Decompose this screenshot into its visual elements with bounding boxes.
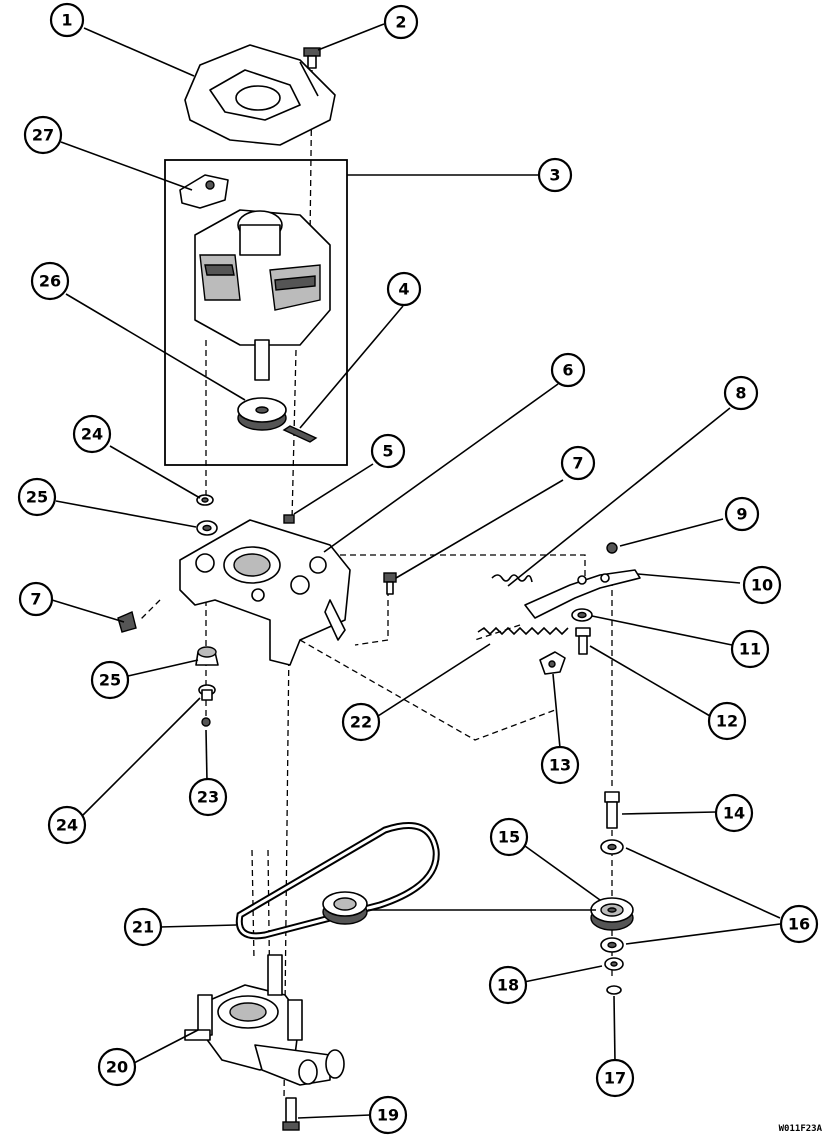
callout-11: 11 bbox=[730, 629, 770, 669]
svg-text:24: 24 bbox=[56, 816, 78, 835]
callout-27: 27 bbox=[23, 115, 63, 155]
callout-9: 9 bbox=[724, 496, 760, 532]
motor-cover-part bbox=[184, 44, 336, 146]
svg-text:25: 25 bbox=[99, 671, 121, 690]
svg-text:1: 1 bbox=[61, 11, 72, 30]
pulley-washers-part bbox=[600, 839, 624, 953]
lower-grommets-part bbox=[195, 646, 219, 727]
callout-5: 5 bbox=[370, 433, 406, 469]
callout-8: 8 bbox=[723, 375, 759, 411]
callout-22: 22 bbox=[341, 702, 381, 742]
svg-text:26: 26 bbox=[39, 272, 61, 291]
callout-25-upper: 25 bbox=[17, 477, 57, 517]
upper-grommets-part bbox=[196, 494, 218, 536]
spring-clip-part bbox=[539, 651, 566, 675]
idler-lever-part bbox=[524, 569, 641, 619]
leader-lines bbox=[51, 23, 781, 1119]
callout-13: 13 bbox=[540, 745, 580, 785]
bracket-screw-left-part bbox=[117, 611, 137, 633]
bracket-screw-right-part bbox=[383, 572, 397, 595]
callout-4: 4 bbox=[386, 271, 422, 307]
motor-switch-part bbox=[179, 174, 229, 209]
svg-text:11: 11 bbox=[739, 640, 761, 659]
svg-text:2: 2 bbox=[395, 13, 406, 32]
svg-text:6: 6 bbox=[562, 361, 573, 380]
callout-7-right: 7 bbox=[560, 445, 596, 481]
shoulder-bolt-part bbox=[575, 627, 591, 655]
idler-pulley-part bbox=[590, 897, 634, 931]
callout-23: 23 bbox=[188, 777, 228, 817]
motor-mount-bracket-part bbox=[179, 519, 351, 666]
svg-text:13: 13 bbox=[549, 756, 571, 775]
svg-text:19: 19 bbox=[377, 1106, 399, 1125]
callout-10: 10 bbox=[742, 565, 782, 605]
callout-24-upper: 24 bbox=[72, 414, 112, 454]
svg-text:5: 5 bbox=[382, 442, 393, 461]
belt-pulley-part bbox=[322, 891, 368, 925]
callout-15: 15 bbox=[489, 817, 529, 857]
callout-25-lower: 25 bbox=[90, 660, 130, 700]
drive-belt-part bbox=[235, 822, 440, 940]
cover-screw-part bbox=[303, 47, 321, 69]
retaining-parts bbox=[604, 957, 624, 995]
svg-text:17: 17 bbox=[604, 1069, 626, 1088]
svg-text:24: 24 bbox=[81, 425, 103, 444]
svg-text:8: 8 bbox=[735, 384, 746, 403]
idler-stud-part bbox=[604, 791, 620, 829]
bracket-bolt-part bbox=[283, 514, 295, 524]
callout-16: 16 bbox=[779, 904, 819, 944]
svg-text:21: 21 bbox=[132, 918, 154, 937]
svg-text:27: 27 bbox=[32, 126, 54, 145]
callout-19: 19 bbox=[368, 1095, 408, 1135]
svg-text:16: 16 bbox=[788, 915, 810, 934]
callout-3: 3 bbox=[537, 157, 573, 193]
callout-21: 21 bbox=[123, 907, 163, 947]
callout-6: 6 bbox=[550, 352, 586, 388]
svg-text:18: 18 bbox=[497, 976, 519, 995]
svg-text:4: 4 bbox=[398, 280, 409, 299]
drive-motor-part bbox=[194, 209, 331, 381]
callout-1: 1 bbox=[49, 2, 85, 38]
callout-26: 26 bbox=[30, 261, 70, 301]
svg-text:7: 7 bbox=[30, 590, 41, 609]
pulley-key-part bbox=[282, 425, 318, 443]
callout-12: 12 bbox=[707, 701, 747, 741]
callout-2: 2 bbox=[383, 4, 419, 40]
svg-text:12: 12 bbox=[716, 712, 738, 731]
callout-20: 20 bbox=[97, 1047, 137, 1087]
svg-text:3: 3 bbox=[549, 166, 560, 185]
idler-spring-part bbox=[477, 626, 569, 636]
motor-pulley-part bbox=[237, 397, 287, 431]
svg-text:14: 14 bbox=[723, 804, 745, 823]
lever-nut-part bbox=[606, 542, 618, 554]
svg-text:9: 9 bbox=[736, 505, 747, 524]
svg-text:22: 22 bbox=[350, 713, 372, 732]
water-pump-part bbox=[184, 954, 345, 1086]
svg-text:7: 7 bbox=[572, 454, 583, 473]
motor-assembly-box bbox=[164, 159, 348, 466]
svg-text:15: 15 bbox=[498, 828, 520, 847]
svg-text:20: 20 bbox=[106, 1058, 128, 1077]
callout-14: 14 bbox=[714, 793, 754, 833]
svg-text:10: 10 bbox=[751, 576, 773, 595]
callout-24-lower: 24 bbox=[47, 805, 87, 845]
small-spring-part bbox=[491, 574, 533, 583]
callout-7-left: 7 bbox=[18, 581, 54, 617]
svg-text:25: 25 bbox=[26, 488, 48, 507]
drawing-code-label: W011F23A bbox=[778, 1124, 822, 1134]
callout-18: 18 bbox=[488, 965, 528, 1005]
pump-screw-part bbox=[282, 1097, 300, 1131]
lever-washer-part bbox=[571, 608, 593, 622]
callout-17: 17 bbox=[595, 1058, 635, 1098]
svg-text:23: 23 bbox=[197, 788, 219, 807]
